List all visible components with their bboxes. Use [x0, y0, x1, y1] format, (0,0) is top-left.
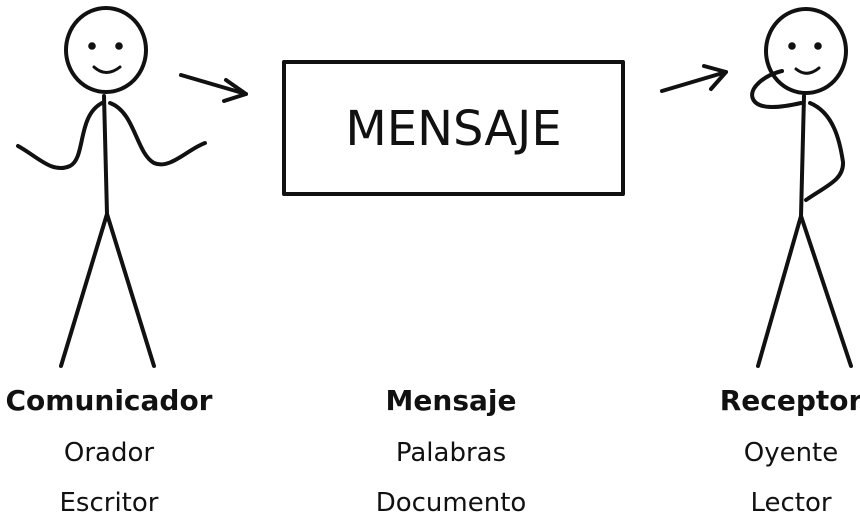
arrow-to-receiver	[660, 64, 728, 93]
communicator-head	[64, 6, 148, 94]
receiver-left-leg	[756, 214, 803, 368]
receiver-label: Receptor Oyente Lector	[671, 384, 860, 518]
receiver-hand-to-chin-arm	[750, 69, 803, 109]
arrow-to-message-head	[222, 78, 248, 103]
message-item-words: Palabras	[395, 438, 507, 468]
message-item-document: Documento	[375, 488, 527, 518]
communicator-label: Comunicador Orador Escritor	[0, 384, 229, 518]
receiver-right-eye	[814, 42, 822, 50]
communicator-right-leg	[105, 212, 156, 368]
communicator-item-speaker: Orador	[63, 438, 155, 468]
communicator-left-leg	[59, 212, 109, 368]
communicator-figure	[16, 6, 207, 368]
arrow-to-message-shaft	[179, 73, 248, 96]
receiver-smile	[794, 66, 821, 75]
communicator-title: Comunicador	[5, 384, 213, 417]
receiver-left-eye	[788, 42, 796, 50]
receiver-torso	[799, 94, 806, 218]
communicator-item-writer: Escritor	[59, 488, 159, 518]
communicator-left-eye	[88, 42, 96, 50]
receiver-title: Receptor	[719, 384, 860, 417]
message-box-border	[282, 60, 625, 196]
receiver-figure	[750, 7, 853, 368]
receiver-item-reader: Lector	[750, 488, 832, 518]
message-box: MENSAJE	[282, 60, 625, 196]
receiver-hand-on-hip-arm	[804, 101, 845, 202]
communicator-torso	[102, 94, 109, 216]
communicator-right-eye	[115, 42, 123, 50]
arrow-to-receiver-head	[702, 64, 728, 91]
message-title: Mensaje	[385, 384, 517, 417]
message-label: Mensaje Palabras Documento	[331, 384, 571, 518]
communicator-smile	[92, 65, 122, 74]
receiver-item-listener: Oyente	[743, 438, 839, 468]
message-box-text: MENSAJE	[345, 101, 561, 157]
arrow-to-message	[179, 73, 248, 103]
communicator-left-arm	[16, 101, 104, 170]
receiver-head	[764, 7, 848, 95]
arrow-to-receiver-shaft	[660, 70, 728, 93]
communicator-right-arm	[108, 101, 207, 167]
receiver-right-leg	[799, 214, 853, 368]
